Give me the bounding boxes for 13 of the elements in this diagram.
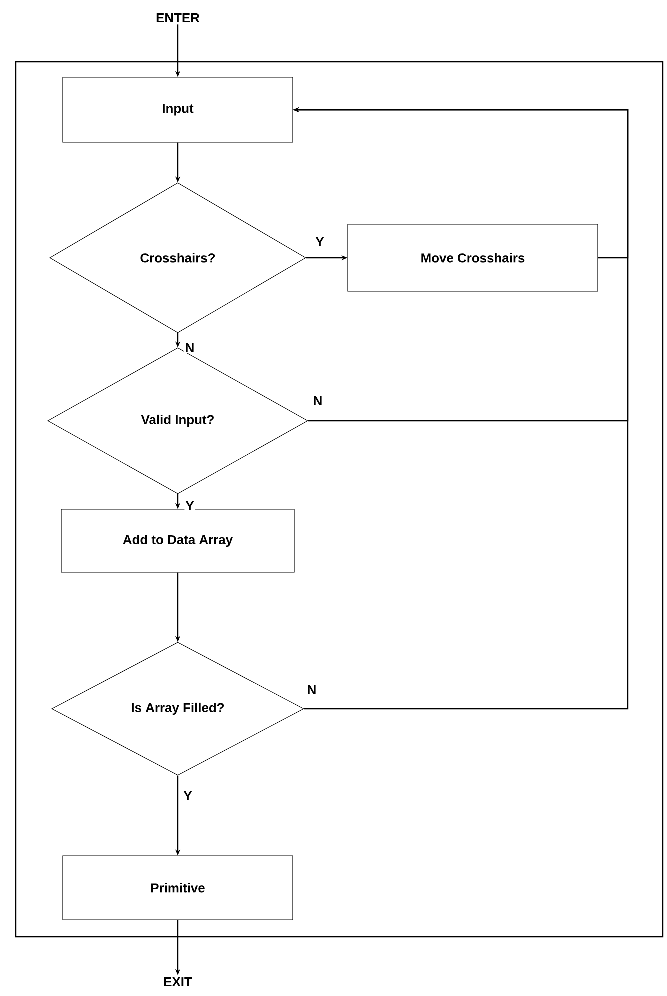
edge-label: Y [182,790,194,802]
edge-label: N [312,396,324,406]
process-box: Input [62,77,294,143]
edge-label: Y [184,500,196,512]
terminal-label: EXIT [164,978,192,986]
terminal-label: ENTER [156,14,200,22]
process-box: Add to Data Array [61,509,295,573]
edge-label: N [306,684,318,696]
process-box: Primitive [62,856,294,920]
frame-box [15,61,664,938]
edge-label: N [184,342,196,354]
edge-label: Y [314,236,326,248]
process-box: Move Crosshairs [348,224,598,292]
